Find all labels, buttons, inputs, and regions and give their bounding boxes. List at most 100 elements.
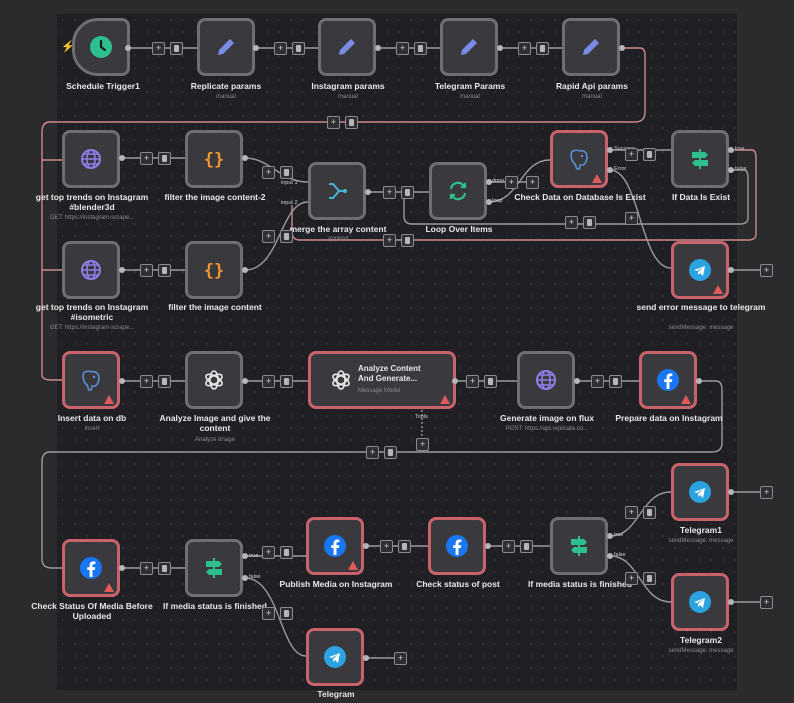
output-handle[interactable] [452,378,458,384]
add-node-button[interactable]: + [262,166,275,179]
output-handle[interactable] [125,45,131,51]
output-handle[interactable] [242,155,248,161]
add-node-button[interactable]: + [625,148,638,161]
insert-db-node[interactable] [62,351,120,409]
telegram-params-node[interactable] [440,18,498,76]
delete-connection-button[interactable] [280,166,293,179]
add-node-button[interactable]: + [760,596,773,609]
add-node-button[interactable]: + [565,216,578,229]
schedule-trigger-node[interactable] [72,18,130,76]
delete-connection-button[interactable] [158,375,171,388]
output-handle[interactable] [728,267,734,273]
add-node-button[interactable]: + [394,652,407,665]
output-handle[interactable] [497,45,503,51]
add-node-button[interactable]: + [327,116,340,129]
output-handle[interactable] [119,155,125,161]
delete-connection-button[interactable] [398,540,411,553]
add-node-button[interactable]: + [396,42,409,55]
output-handle[interactable] [119,378,125,384]
delete-connection-button[interactable] [280,230,293,243]
output-handle[interactable] [242,267,248,273]
output-handle[interactable] [728,167,734,173]
delete-connection-button[interactable] [280,546,293,559]
add-node-button[interactable]: + [380,540,393,553]
if-data-exist-node[interactable] [671,130,729,188]
add-node-button[interactable]: + [262,546,275,559]
output-handle[interactable] [363,543,369,549]
add-node-button[interactable]: + [760,264,773,277]
delete-connection-button[interactable] [643,572,656,585]
delete-connection-button[interactable] [345,116,358,129]
delete-connection-button[interactable] [401,234,414,247]
output-handle[interactable] [607,147,613,153]
delete-connection-button[interactable] [158,562,171,575]
merge-array-node[interactable] [308,162,366,220]
output-handle[interactable] [607,533,613,539]
output-handle[interactable] [486,179,492,185]
output-handle[interactable] [696,378,702,384]
delete-connection-button[interactable] [158,264,171,277]
delete-connection-button[interactable] [384,446,397,459]
delete-connection-button[interactable] [292,42,305,55]
add-node-button[interactable]: + [502,540,515,553]
output-handle[interactable] [119,565,125,571]
add-node-button[interactable]: + [383,234,396,247]
instagram-params-node[interactable] [318,18,376,76]
delete-connection-button[interactable] [643,506,656,519]
output-handle[interactable] [365,189,371,195]
delete-connection-button[interactable] [583,216,596,229]
telegram2-node[interactable] [671,573,729,631]
add-node-button[interactable]: + [140,152,153,165]
output-handle[interactable] [486,199,492,205]
add-tool-button[interactable]: + [416,438,429,451]
delete-connection-button[interactable] [609,375,622,388]
output-handle[interactable] [242,553,248,559]
add-node-button[interactable]: + [625,572,638,585]
trends-isometric-node[interactable] [62,241,120,299]
delete-connection-button[interactable] [280,607,293,620]
output-handle[interactable] [363,655,369,661]
add-node-button[interactable]: + [262,607,275,620]
delete-connection-button[interactable] [170,42,183,55]
output-handle[interactable] [242,575,248,581]
delete-connection-button[interactable] [280,375,293,388]
add-node-button[interactable]: + [262,230,275,243]
output-handle[interactable] [119,267,125,273]
add-node-button[interactable]: + [526,176,539,189]
check-db-node[interactable] [550,130,608,188]
output-handle[interactable] [607,553,613,559]
add-node-button[interactable]: + [591,375,604,388]
add-node-button[interactable]: + [625,212,638,225]
add-node-button[interactable]: + [466,375,479,388]
output-handle[interactable] [574,378,580,384]
add-node-button[interactable]: + [262,375,275,388]
output-handle[interactable] [619,45,625,51]
loop-over-items-node[interactable] [429,162,487,220]
delete-connection-button[interactable] [643,148,656,161]
add-node-button[interactable]: + [518,42,531,55]
output-handle[interactable] [728,489,734,495]
telegram1-node[interactable] [671,463,729,521]
add-node-button[interactable]: + [274,42,287,55]
output-handle[interactable] [485,543,491,549]
filter-content-2-node[interactable]: {} [185,130,243,188]
add-node-button[interactable]: + [383,186,396,199]
output-handle[interactable] [728,599,734,605]
check-status-media-node[interactable] [62,539,120,597]
output-handle[interactable] [253,45,259,51]
add-node-button[interactable]: + [140,562,153,575]
add-node-button[interactable]: + [152,42,165,55]
delete-connection-button[interactable] [536,42,549,55]
output-handle[interactable] [375,45,381,51]
delete-connection-button[interactable] [414,42,427,55]
filter-content-node[interactable]: {} [185,241,243,299]
if-media-finished-2-node[interactable] [550,517,608,575]
add-node-button[interactable]: + [366,446,379,459]
telegram-node[interactable] [306,628,364,686]
replicate-params-node[interactable] [197,18,255,76]
delete-connection-button[interactable] [401,186,414,199]
delete-connection-button[interactable] [158,152,171,165]
if-media-finished-1-node[interactable] [185,539,243,597]
rapid-api-params-node[interactable] [562,18,620,76]
delete-connection-button[interactable] [484,375,497,388]
